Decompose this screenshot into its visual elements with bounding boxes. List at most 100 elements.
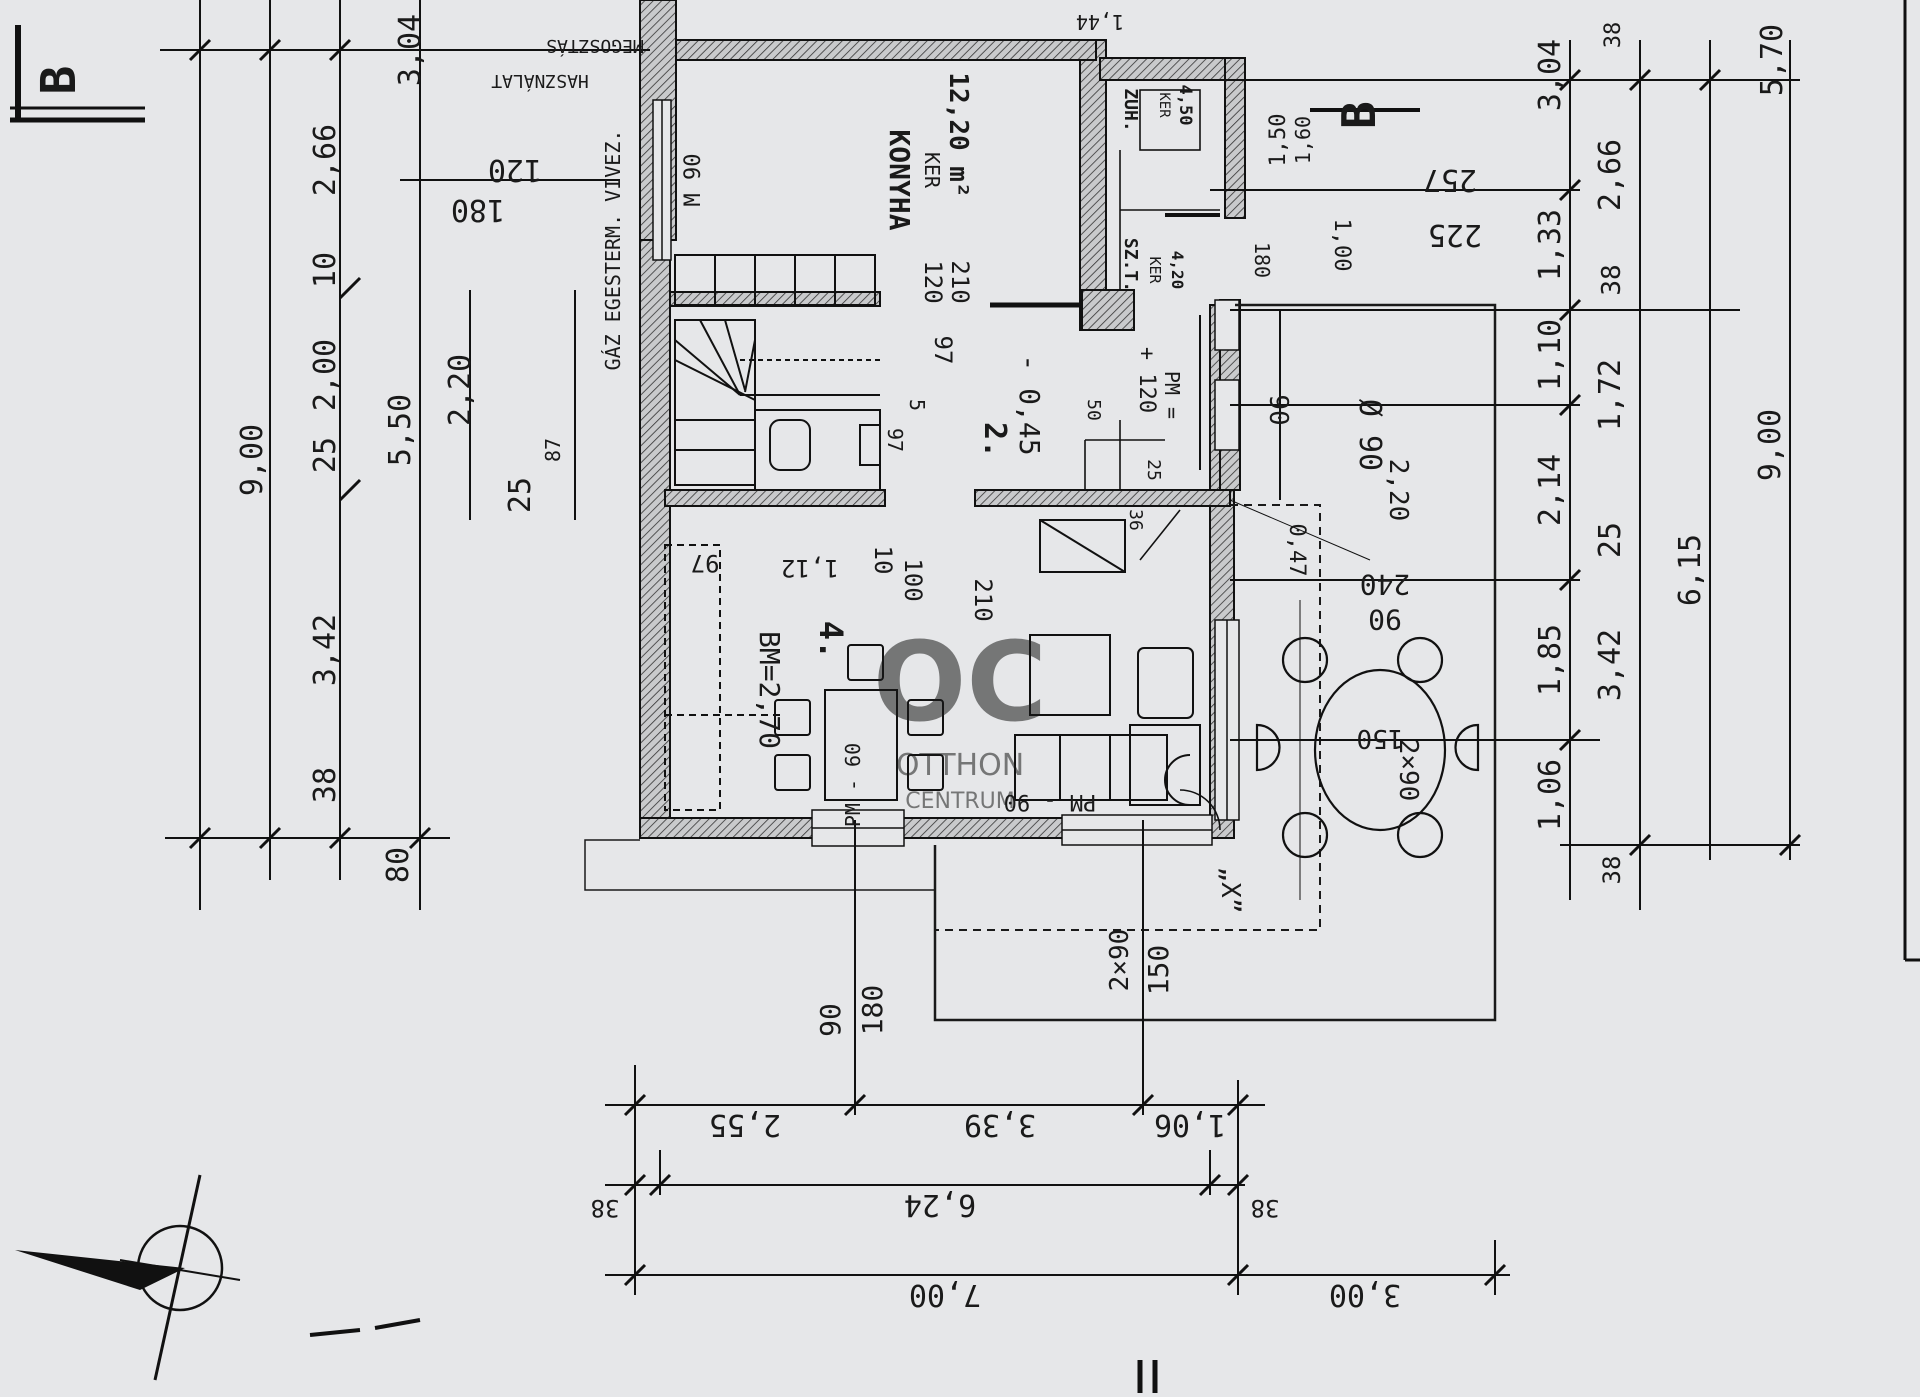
dim-inner-u: 0,47: [1284, 524, 1309, 577]
notes: GÁZ EGESTERM. VIVEZ. HASZNÁLAT MEGOSZTÁS…: [491, 35, 1387, 913]
living-furniture: [664, 519, 1201, 811]
section-marker-left: B: [10, 25, 145, 123]
dim-inner-t: 90: [1263, 394, 1293, 425]
dim-inner-d: 97: [883, 428, 907, 452]
dim-bottom-f: 38: [1251, 1194, 1280, 1222]
dim-left-b: 2,66: [308, 124, 343, 196]
dim-right-o: 38: [1598, 856, 1626, 885]
dim-left-c: 25: [308, 437, 343, 473]
dim-inner-cc: 1,60: [1291, 116, 1315, 164]
dim-inner-a: 120: [919, 260, 947, 303]
kitchen-name: KONYHA: [883, 129, 916, 230]
note-pm60: PM - 60: [841, 743, 865, 827]
dim-bottom-h: 3,00: [1329, 1277, 1401, 1312]
dim-left-k: 25: [503, 477, 538, 513]
wc-area: [754, 409, 881, 491]
kitchen-flooring: KER: [920, 152, 944, 189]
dims-left: 9,00 3,42 2,66 25 2,00 10 3,04 38 5,50 8…: [235, 14, 542, 883]
terrace: [584, 303, 1497, 1022]
note-megosztas: MEGOSZTÁS: [546, 35, 644, 57]
section-marker-label-right: B: [1332, 101, 1386, 129]
bathroom-area: 4,50: [1175, 85, 1195, 126]
dim-inner-o: 240: [1360, 568, 1411, 601]
dim-right-q: 225: [1428, 217, 1482, 252]
dim-left-j: 2,20: [443, 354, 478, 426]
kitchen-bath-interior: [990, 89, 1221, 831]
dim-right-f: 38: [1597, 264, 1627, 295]
dim-left-total: 9,00: [235, 424, 270, 496]
note-pm90: PM - 90: [1004, 789, 1097, 814]
sheet-border: [1137, 0, 1920, 1393]
dim-left-f: 3,04: [393, 14, 428, 86]
dim-right-i: 2,14: [1533, 454, 1568, 526]
dimension-lines: [160, 0, 1800, 1295]
dim-inner-g: 210: [969, 578, 997, 621]
watermark-line2: CENTRUM: [905, 789, 1015, 814]
dim-inner-bb: 1,44: [1076, 10, 1124, 34]
dim-inner-f: 100: [899, 558, 927, 601]
living-number: 4.: [812, 621, 850, 660]
note-gas: GÁZ EGESTERM. VIVEZ.: [601, 130, 625, 371]
dim-left-m: 120: [488, 152, 542, 187]
dim-left-h: 5,50: [383, 394, 418, 466]
section-marker-label: B: [31, 66, 87, 95]
staircase: [674, 254, 880, 486]
kitchen-area: 12,20 m²: [943, 72, 973, 197]
dim-bottom-b: 3,39: [964, 1107, 1036, 1142]
dim-right-j: 25: [1593, 522, 1628, 558]
dim-right-a: 3,04: [1533, 39, 1568, 111]
bathroom-name: ZUH.: [1120, 88, 1141, 131]
dim-bottom-g: 7,00: [909, 1277, 981, 1312]
dim-inner-q: 150: [1357, 723, 1404, 753]
dim-left-l: 180: [451, 192, 505, 227]
north-arrow: [15, 1174, 421, 1381]
dimension-ticks: [188, 38, 1802, 1287]
dim-inner-j: 97: [691, 549, 720, 577]
living-note: BM=2,70: [753, 631, 786, 749]
dim-bottom-a: 2,55: [709, 1107, 781, 1142]
note-plus120: + 120: [1134, 347, 1159, 413]
dims-inner: 120 210 97 97 5 100 210 1,12 10 97 90 18…: [541, 10, 1423, 1037]
dim-inner-x: 25: [1143, 459, 1164, 481]
dim-inner-l: 180: [856, 985, 889, 1036]
dim-inner-v: 1,00: [1329, 219, 1354, 272]
bathroom-flooring: KER: [1156, 92, 1172, 118]
dim-left-g: 38: [308, 767, 343, 803]
dim-inner-k: 90: [814, 1003, 847, 1037]
dim-right-h: 1,72: [1593, 359, 1628, 431]
dim-inner-m: 2×90: [1105, 929, 1135, 992]
dim-left-i: 80: [381, 847, 416, 883]
dim-inner-p: 90: [1368, 603, 1402, 636]
pantry-flooring: KER: [1146, 256, 1164, 284]
dim-right-m: 6,15: [1673, 534, 1708, 606]
note-hasznalat: HASZNÁLAT: [491, 70, 589, 92]
terrace-furniture: [1229, 499, 1480, 900]
dim-left-a: 3,42: [308, 614, 343, 686]
dims-right: 3,04 38 5,70 2,66 1,33 38 1,10 1,72 2,14…: [1266, 22, 1790, 885]
dim-right-e: 1,33: [1533, 209, 1568, 281]
dim-bottom-c: 1,06: [1154, 1107, 1226, 1142]
room-labels: KONYHA KER 12,20 m² 2. - 0,45 4. BM=2,70…: [753, 72, 1195, 749]
dim-inner-n: 150: [1142, 945, 1175, 996]
hall-number: 2.: [977, 422, 1012, 458]
watermark-line1: OTTHON: [896, 748, 1024, 783]
dim-right-n: 1,06: [1533, 759, 1568, 831]
dim-inner-c: 97: [929, 336, 957, 365]
watermark-logo: OC: [873, 618, 1047, 746]
watermark: OC OTTHON CENTRUM: [873, 618, 1047, 814]
note-x: „X”: [1215, 867, 1245, 914]
dim-left-e: 10: [308, 252, 343, 288]
dim-inner-z: 50: [1083, 399, 1104, 421]
dim-right-l: 3,42: [1593, 629, 1628, 701]
section-marker-right: B: [1310, 101, 1420, 129]
dim-right-g: 1,10: [1533, 319, 1568, 391]
dim-inner-y: 36: [1125, 509, 1146, 531]
hall-level: - 0,45: [1013, 354, 1046, 455]
note-pm-top: PM =: [1160, 371, 1184, 419]
dim-right-k: 1,85: [1533, 624, 1568, 696]
dims-bottom: 2,55 3,39 1,06 6,24 38 38 7,00 3,00: [591, 1107, 1402, 1312]
dim-left-d: 2,00: [308, 339, 343, 411]
dim-inner-r: 2×90: [1393, 739, 1423, 802]
